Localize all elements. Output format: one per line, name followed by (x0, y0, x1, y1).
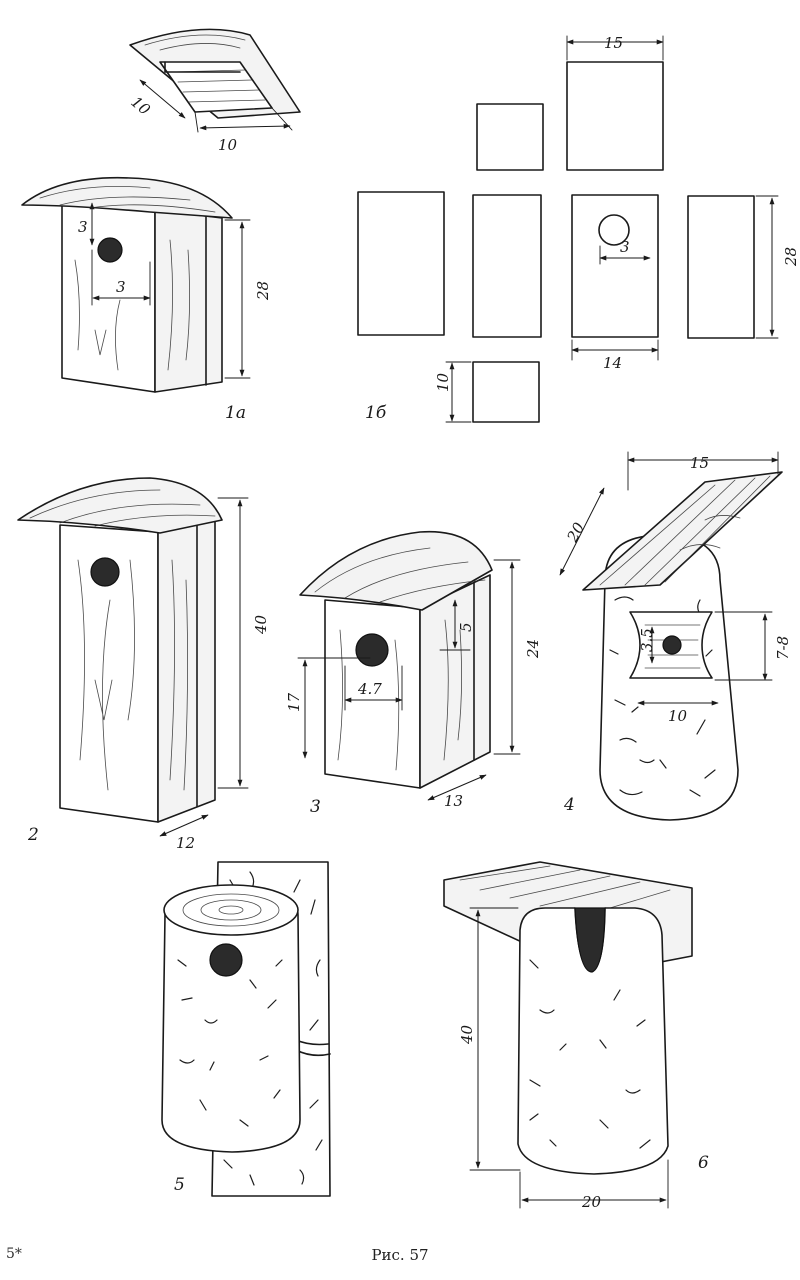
log-4-dim-roof-width: 15 (690, 454, 709, 472)
box-3-label: 3 (310, 797, 321, 817)
log-6-dim-height: 40 (458, 1024, 476, 1045)
figure-caption: Рис. 57 (371, 1246, 429, 1264)
log-4: 15 20 3.5 7-8 10 4 (559, 451, 792, 821)
box-1a-dim-height: 28 (254, 281, 272, 301)
log-6: 40 20 6 (443, 861, 709, 1211)
box-1a-dim-hole: 3 (116, 278, 126, 296)
box-3-dim-top: 5 (457, 622, 475, 632)
log-5-label: 5 (174, 1175, 185, 1195)
box-3-dim-hole: 4.7 (357, 680, 382, 698)
box-2-dim-depth: 12 (176, 834, 195, 852)
box-2-dim-height: 40 (252, 614, 270, 635)
pattern-dim-hole: 3 (620, 238, 630, 256)
box-1a: 3 3 28 1а (21, 176, 272, 423)
lid-dim-width: 10 (218, 136, 238, 154)
pattern-dim-28: 28 (782, 247, 800, 267)
log-6-dim-diameter: 20 (581, 1193, 602, 1211)
entrance-hole-icon (355, 633, 389, 667)
pattern-dim-14: 14 (603, 354, 622, 372)
log-5: 5 (161, 861, 331, 1197)
log-4-label: 4 (563, 795, 575, 815)
entrance-hole-icon (97, 237, 123, 263)
box-1a-dim-top: 3 (78, 218, 88, 236)
lid-detail: 10 10 (127, 28, 301, 154)
pattern-1b: 15 3 28 14 10 1б (357, 34, 800, 423)
box-2-label: 2 (27, 825, 39, 845)
box-3-dim-depth: 13 (444, 792, 463, 810)
log-4-dim-hole: 3.5 (638, 628, 656, 652)
entrance-hole-icon (90, 557, 120, 587)
entrance-hole-icon (598, 214, 630, 246)
box-3-dim-hole-height: 17 (285, 692, 303, 712)
pattern-dim-10: 10 (434, 372, 452, 392)
log-4-dim-slot-width: 10 (668, 707, 688, 725)
lid-dim-depth: 10 (127, 93, 154, 119)
box-3-dim-height: 24 (524, 639, 542, 659)
box-1a-label: 1а (225, 403, 246, 423)
box-3: 5 24 17 4.7 13 3 (285, 530, 542, 817)
log-4-dim-slot: 7-8 (774, 636, 792, 660)
entrance-hole-icon (662, 635, 682, 655)
box-2: 40 12 2 (17, 477, 270, 852)
page-number: 5* (6, 1246, 22, 1262)
pattern-1b-label: 1б (365, 403, 387, 423)
entrance-hole-icon (209, 943, 243, 977)
pattern-dim-15: 15 (604, 34, 623, 52)
log-4-dim-roof-depth: 20 (563, 519, 589, 546)
log-6-label: 6 (698, 1153, 709, 1173)
